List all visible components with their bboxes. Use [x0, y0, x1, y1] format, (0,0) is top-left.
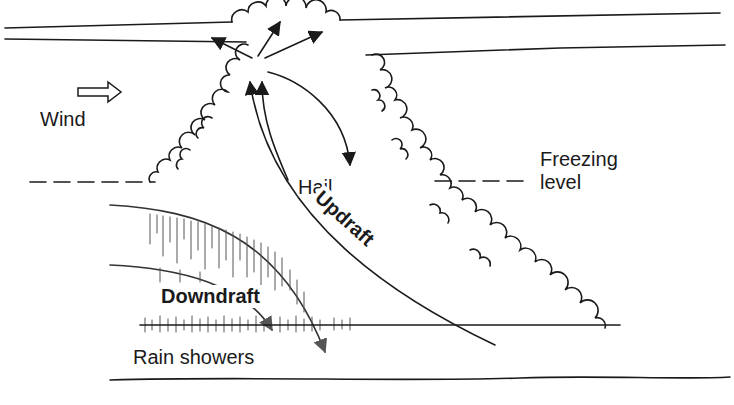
freezing-line: [435, 180, 530, 182]
anvil-base: [5, 39, 246, 42]
anvil-base: [366, 45, 725, 55]
anvil-line: [340, 13, 720, 20]
hail-rise-arrow: [262, 82, 288, 180]
rain-showers-label: Rain showers: [133, 346, 254, 369]
wind-arrow: [78, 82, 121, 102]
ground-line: [110, 377, 730, 380]
wind-label: Wind: [40, 108, 86, 131]
cloud-base-line: [140, 324, 620, 326]
cloud-top: [232, 0, 340, 22]
downdraft-label: Downdraft: [158, 285, 263, 308]
rain-hatching: [145, 316, 350, 332]
anvil-line: [5, 22, 232, 28]
cloud-texture: [372, 90, 490, 266]
freezing-line: [30, 181, 155, 183]
rain-hatching: [150, 214, 304, 312]
outflow-arrow: [258, 22, 280, 56]
cloud-texture: [176, 117, 212, 169]
outflow-arrow: [265, 32, 322, 58]
hail-fall-arrow: [268, 72, 350, 165]
updraft-arrow: [250, 82, 495, 345]
outflow-arrow: [212, 38, 252, 58]
downdraft-arrow: [110, 205, 325, 352]
freezing-level-label: Freezing level: [540, 148, 632, 194]
updraft-label: Updraft: [309, 184, 382, 253]
cloud-edge: [149, 44, 248, 182]
